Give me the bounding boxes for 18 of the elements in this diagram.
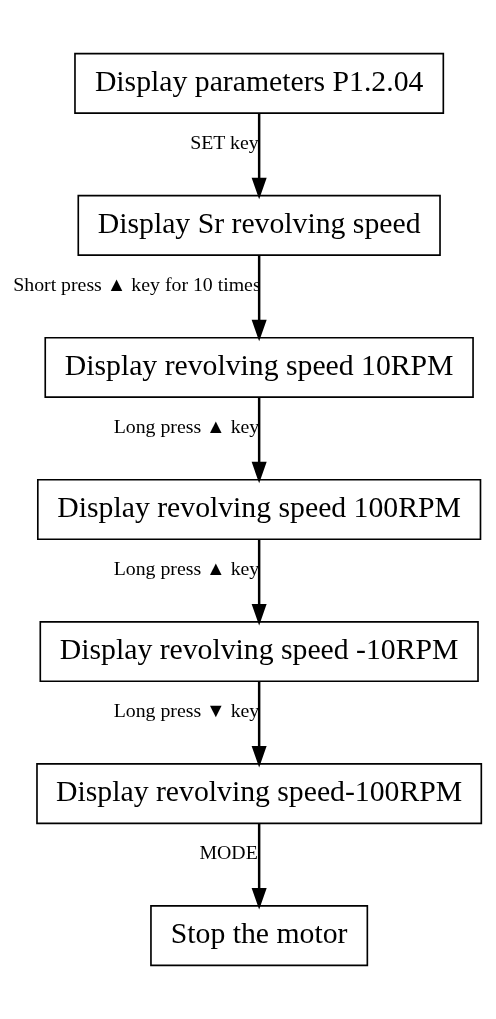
edge-label: MODE: [199, 841, 258, 864]
edge-label: Long press ▲ key: [113, 415, 260, 438]
edge-label: SET key: [190, 131, 259, 154]
arrow: [251, 255, 267, 342]
arrow: [251, 113, 267, 200]
node-box: Display revolving speed -10RPM: [39, 621, 479, 683]
node-box: Stop the motor: [150, 905, 369, 967]
node-box: Display revolving speed 10RPM: [44, 336, 474, 398]
arrow: [251, 539, 267, 626]
node-box: Display revolving speed 100RPM: [37, 478, 482, 541]
edge-label: Long press ▲ key: [113, 557, 260, 580]
node-box: Display revolving speed-100RPM: [36, 763, 483, 825]
arrow: [251, 681, 267, 768]
arrow: [251, 824, 267, 910]
node-box: Display Sr revolving speed: [77, 194, 441, 256]
arrow: [251, 397, 267, 484]
edge-label: Long press ▼ key: [113, 699, 260, 722]
node-box: Display parameters P1.2.04: [74, 52, 445, 114]
